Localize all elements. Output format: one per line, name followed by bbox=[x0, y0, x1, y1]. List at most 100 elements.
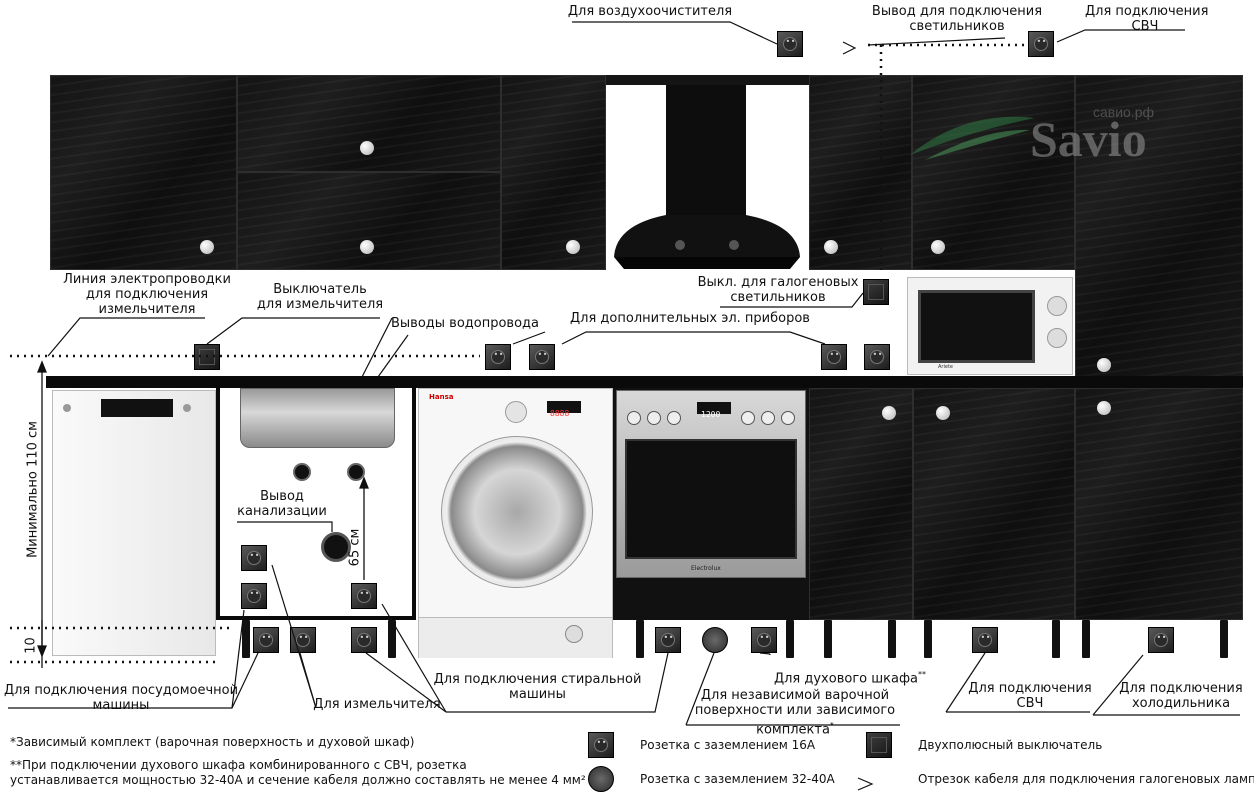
washer-display: 8888 bbox=[547, 401, 581, 418]
oven-knob bbox=[781, 411, 795, 425]
label-washer: Для подключения стиральной машины bbox=[430, 672, 645, 702]
oven-door-window bbox=[625, 439, 797, 559]
socket-32a-hob bbox=[702, 627, 728, 653]
cabinet-knob bbox=[360, 240, 374, 254]
label-water-outlets-text: Выводы водопровода bbox=[390, 316, 539, 331]
savio-logo-text: Savio bbox=[1030, 111, 1147, 167]
label-dishwasher-line1: Для подключения посудомоечной bbox=[3, 683, 239, 698]
dishwasher-button bbox=[183, 404, 191, 412]
label-fridge-line1: Для подключения bbox=[1119, 681, 1243, 696]
label-extra-appliances: Для дополнительных эл. приборов bbox=[565, 311, 815, 326]
lower-cabinet-2 bbox=[913, 388, 1075, 620]
switch-halogen-lights bbox=[863, 279, 889, 305]
label-hob: Для независимой варочной поверхности или… bbox=[690, 688, 900, 737]
oven-knob bbox=[647, 411, 661, 425]
cabinet-knob bbox=[1097, 401, 1111, 415]
oven-display-value: 1200 bbox=[701, 410, 721, 419]
oven: 1200 Electrolux bbox=[616, 390, 806, 578]
footnote-2: **При подключении духового шкафа комбини… bbox=[10, 758, 586, 788]
label-sewer: Вывод канализации bbox=[232, 489, 332, 519]
sink-bowl bbox=[240, 388, 395, 448]
label-washer-line1: Для подключения стиральной bbox=[433, 672, 642, 687]
cabinet-knob bbox=[824, 240, 838, 254]
legend-cable-label: Отрезок кабеля для подключения галогенов… bbox=[918, 772, 1254, 787]
lower-cabinet-1 bbox=[809, 388, 913, 620]
cabinet-knob bbox=[200, 240, 214, 254]
hood-niche-top-panel bbox=[606, 75, 809, 85]
label-washer-line2: машины bbox=[509, 687, 566, 702]
label-wire-line: Линия электропроводки для подключения из… bbox=[52, 272, 242, 317]
socket-sink-2 bbox=[241, 583, 267, 609]
cabinet-leg bbox=[388, 620, 396, 658]
savio-leaf-icon bbox=[910, 116, 1035, 160]
legend-socket32-text: Розетка с заземлением 32-40А bbox=[640, 772, 835, 786]
socket-air-purifier bbox=[777, 31, 803, 57]
oven-brand: Electrolux bbox=[691, 565, 721, 572]
cabinet-leg bbox=[824, 620, 832, 658]
cabinet-leg bbox=[636, 620, 644, 658]
cabinet-knob bbox=[1097, 358, 1111, 372]
washer-display-value: 8888 bbox=[550, 409, 570, 418]
legend-switch-text: Двухполюсный выключатель bbox=[918, 738, 1103, 752]
range-hood-drawing bbox=[614, 85, 800, 269]
label-hob-line2: поверхности или зависимого bbox=[694, 703, 896, 718]
label-water-outlets: Выводы водопровода bbox=[385, 316, 545, 331]
label-sewer-line1: Вывод bbox=[260, 489, 304, 504]
socket-extra-4 bbox=[864, 344, 890, 370]
label-microwave-bottom: Для подключения СВЧ bbox=[960, 681, 1100, 711]
legend-socket32-icon bbox=[588, 766, 614, 792]
socket-dishwasher bbox=[253, 627, 279, 653]
cabinet-knob bbox=[936, 406, 950, 420]
upper-cabinet-6 bbox=[912, 75, 1075, 270]
footnote-1-text: *Зависимый комплект (варочная поверхност… bbox=[10, 735, 415, 749]
legend-switch-label: Двухполюсный выключатель bbox=[918, 738, 1102, 753]
label-lights-out-line2: светильников bbox=[909, 19, 1005, 34]
label-lights-out-line1: Вывод для подключения bbox=[871, 4, 1043, 19]
label-halogen-switch-line2: светильников bbox=[730, 290, 826, 305]
label-microwave-bottom-line2: СВЧ bbox=[1016, 696, 1044, 711]
socket-fridge bbox=[1148, 627, 1174, 653]
microwave-dial-bottom bbox=[1047, 328, 1067, 348]
label-microwave-top-line1: Для подключения bbox=[1085, 4, 1209, 19]
legend-socket16-label: Розетка с заземлением 16А bbox=[640, 738, 815, 753]
label-halogen-switch-line1: Выкл. для галогеновых bbox=[697, 275, 859, 290]
countertop bbox=[46, 376, 1243, 388]
label-dishwasher: Для подключения посудомоечной машины bbox=[2, 683, 240, 713]
sewer-outlet bbox=[321, 532, 351, 562]
cabinet-leg bbox=[1082, 620, 1090, 658]
label-shredder-switch-line2: для измельчителя bbox=[256, 297, 384, 312]
label-wire-line-line3: измельчителя bbox=[98, 302, 196, 317]
socket-shredder-2 bbox=[351, 627, 377, 653]
upper-cabinet-1 bbox=[50, 75, 237, 270]
cabinet-leg bbox=[1220, 620, 1228, 658]
label-oven-mark: ** bbox=[918, 670, 927, 679]
microwave-brand: Ariete bbox=[938, 364, 953, 370]
label-air-purifier: Для воздухоочистителя bbox=[560, 4, 740, 19]
savio-logo: савио.рф Savio bbox=[905, 100, 1215, 170]
label-shredder: Для измельчителя bbox=[312, 697, 442, 712]
washing-machine: Hansa 8888 bbox=[418, 388, 613, 658]
socket-extra-1 bbox=[485, 344, 511, 370]
dishwasher-display bbox=[101, 399, 173, 417]
label-lights-out: Вывод для подключения светильников bbox=[862, 4, 1052, 34]
oven-knob bbox=[741, 411, 755, 425]
dishwasher bbox=[52, 390, 216, 656]
label-halogen-switch: Выкл. для галогеновых светильников bbox=[693, 275, 863, 305]
cabinet-leg bbox=[242, 620, 250, 658]
footnote-2-line1: **При подключении духового шкафа комбини… bbox=[10, 758, 467, 772]
oven-display: 1200 bbox=[697, 402, 731, 419]
cabinet-knob bbox=[566, 240, 580, 254]
label-dishwasher-line2: машины bbox=[92, 698, 150, 713]
cabinet-leg bbox=[786, 620, 794, 658]
socket-sink-3 bbox=[351, 583, 377, 609]
label-sewer-line2: канализации bbox=[237, 504, 327, 519]
washer-door bbox=[441, 436, 593, 588]
label-fridge-line2: холодильника bbox=[1131, 696, 1231, 711]
label-extra-appliances-text: Для дополнительных эл. приборов bbox=[570, 311, 810, 326]
label-shredder-text: Для измельчителя bbox=[313, 697, 441, 712]
washer-filter-cap bbox=[565, 625, 583, 643]
cabinet-leg bbox=[924, 620, 932, 658]
microwave-dial-top bbox=[1047, 296, 1067, 316]
microwave: Ariete bbox=[907, 277, 1073, 375]
